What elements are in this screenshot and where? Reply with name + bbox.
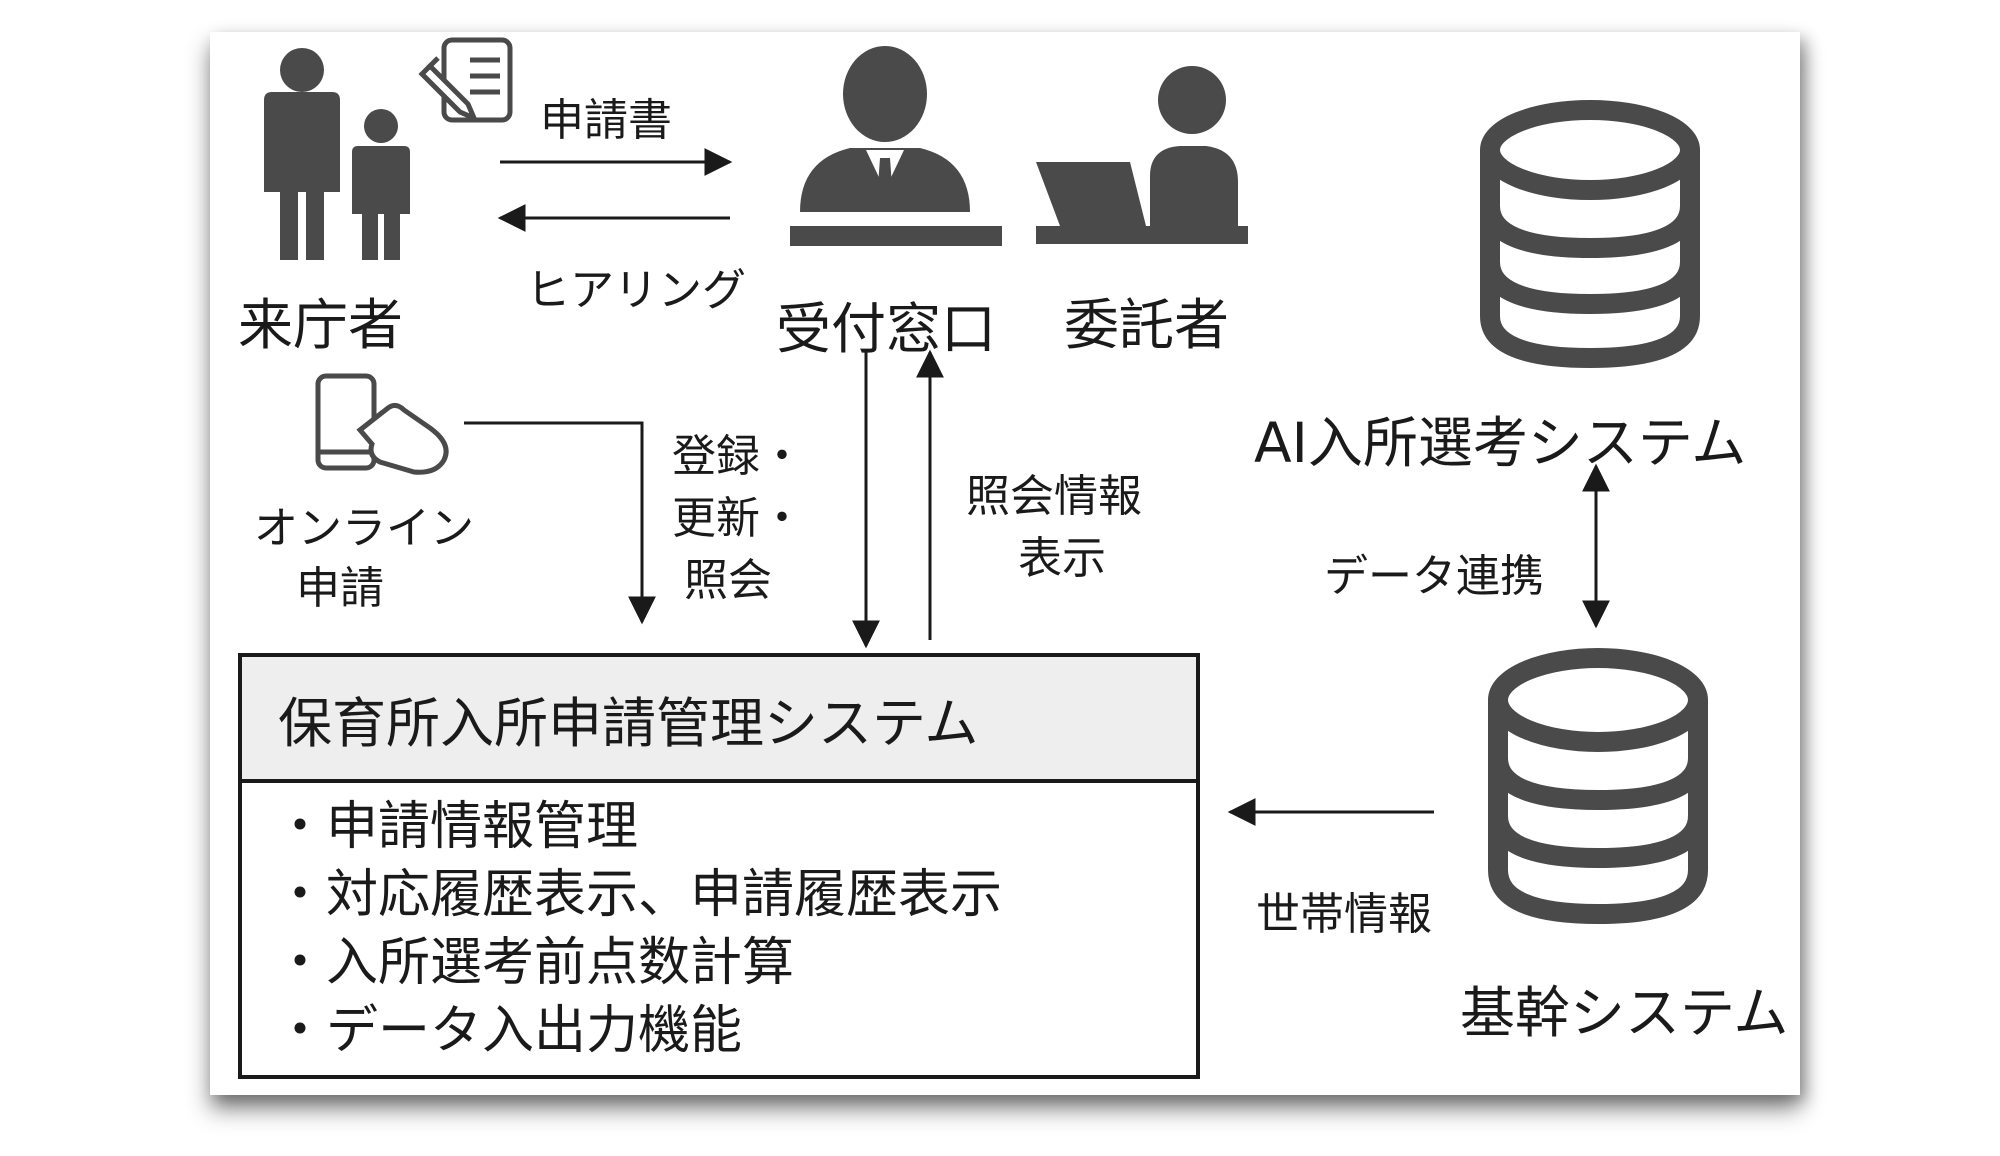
form-document-icon: [418, 37, 513, 123]
ai-system-label: AI入所選考システム: [1254, 411, 1747, 475]
contractor-label: 委託者: [1064, 293, 1230, 357]
database-icon: [1488, 648, 1708, 925]
person-with-child-icon: [264, 48, 410, 260]
feature-item: データ入出力機能: [274, 997, 1196, 1065]
feature-item: 申請情報管理: [274, 793, 1196, 861]
online-label-line2: 申請: [296, 563, 384, 614]
arrow-online: [464, 421, 656, 625]
display-info-line1: 照会情報: [966, 471, 1142, 522]
register-label-line3: 照会: [684, 555, 772, 606]
worker-laptop-icon: [1036, 66, 1248, 244]
smartphone-tap-icon: [315, 373, 449, 475]
database-icon: [1480, 100, 1700, 369]
application-form-label: 申請書: [540, 95, 672, 146]
visitor-label: 来庁者: [238, 293, 404, 357]
management-system-box: 保育所入所申請管理システム 申請情報管理 対応履歴表示、申請履歴表示 入所選考前…: [238, 653, 1200, 1079]
hearing-label: ヒアリング: [526, 265, 746, 316]
household-info-label: 世帯情報: [1256, 889, 1432, 940]
receptionist-icon: [790, 46, 1002, 246]
data-link-label: データ連携: [1324, 551, 1544, 602]
reception-label: 受付窓口: [776, 297, 997, 361]
online-label-line1: オンライン: [254, 503, 474, 554]
feature-item: 対応履歴表示、申請履歴表示: [274, 861, 1196, 929]
system-feature-list: 申請情報管理 対応履歴表示、申請履歴表示 入所選考前点数計算 データ入出力機能: [242, 783, 1196, 1065]
feature-item: 入所選考前点数計算: [274, 929, 1196, 997]
display-info-line2: 表示: [1018, 533, 1106, 584]
core-system-label: 基幹システム: [1460, 981, 1789, 1045]
management-system-title: 保育所入所申請管理システム: [242, 657, 1196, 783]
register-label-line1: 登録・: [672, 431, 804, 482]
register-label-line2: 更新・: [672, 493, 804, 544]
